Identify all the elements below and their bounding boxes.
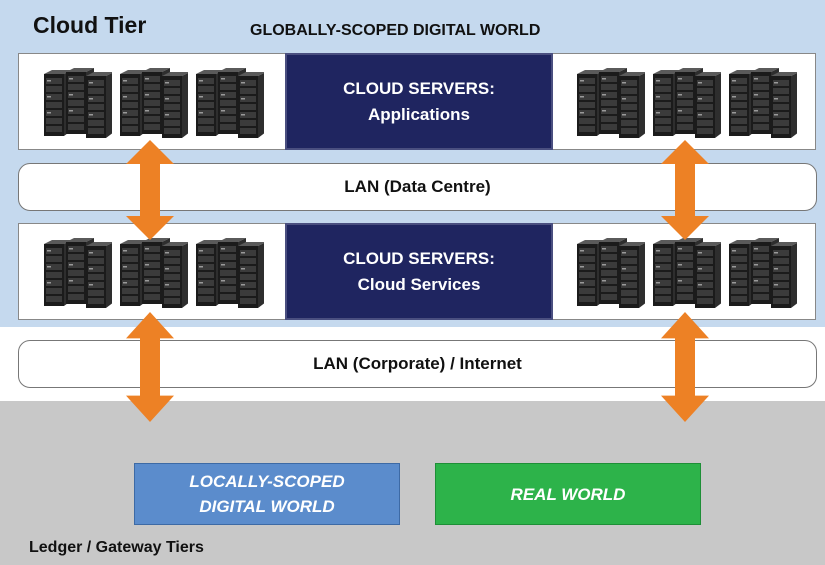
server-group-left-2 <box>42 236 264 308</box>
server-rack-icon <box>42 236 112 308</box>
double-arrow-icon <box>661 140 709 240</box>
app-servers-title: CLOUD SERVERS: <box>343 78 495 98</box>
service-servers-subtitle: Cloud Services <box>357 274 481 294</box>
server-rack-icon <box>651 236 721 308</box>
server-rack-icon <box>651 66 721 138</box>
globally-scoped-world-label: GLOBALLY-SCOPED DIGITAL WORLD <box>250 22 541 39</box>
double-arrow-icon <box>126 140 174 240</box>
server-rack-icon <box>42 66 112 138</box>
app-servers-subtitle: Applications <box>367 104 470 124</box>
server-rack-icon <box>575 66 645 138</box>
server-rack-icon <box>575 236 645 308</box>
cloud-servers-services-box: CLOUD SERVERS: Cloud Services <box>285 223 553 320</box>
server-rack-icon <box>118 66 188 138</box>
local-world-line2: DIGITAL WORLD <box>199 497 335 516</box>
ledger-tier-title: Ledger / Gateway Tiers <box>29 539 204 556</box>
locally-scoped-world-box: LOCALLY-SCOPED DIGITAL WORLD <box>134 463 400 525</box>
lan-datacentre-label: LAN (Data Centre) <box>344 177 491 196</box>
real-world-box: REAL WORLD <box>435 463 701 525</box>
server-rack-icon <box>118 236 188 308</box>
server-rack-icon <box>727 66 797 138</box>
server-rack-icon <box>727 236 797 308</box>
cloud-tier-title: Cloud Tier <box>33 12 147 38</box>
double-arrow-icon <box>661 312 709 422</box>
server-rack-icon <box>194 236 264 308</box>
lan-corporate-label: LAN (Corporate) / Internet <box>313 354 522 373</box>
local-world-line1: LOCALLY-SCOPED <box>189 472 345 491</box>
cloud-servers-applications-box: CLOUD SERVERS: Applications <box>285 53 553 150</box>
real-world-label: REAL WORLD <box>510 484 626 504</box>
double-arrow-icon <box>126 312 174 422</box>
server-group-right-1 <box>575 66 797 138</box>
service-servers-title: CLOUD SERVERS: <box>343 248 495 268</box>
server-rack-icon <box>194 66 264 138</box>
server-group-left-1 <box>42 66 264 138</box>
server-group-right-2 <box>575 236 797 308</box>
